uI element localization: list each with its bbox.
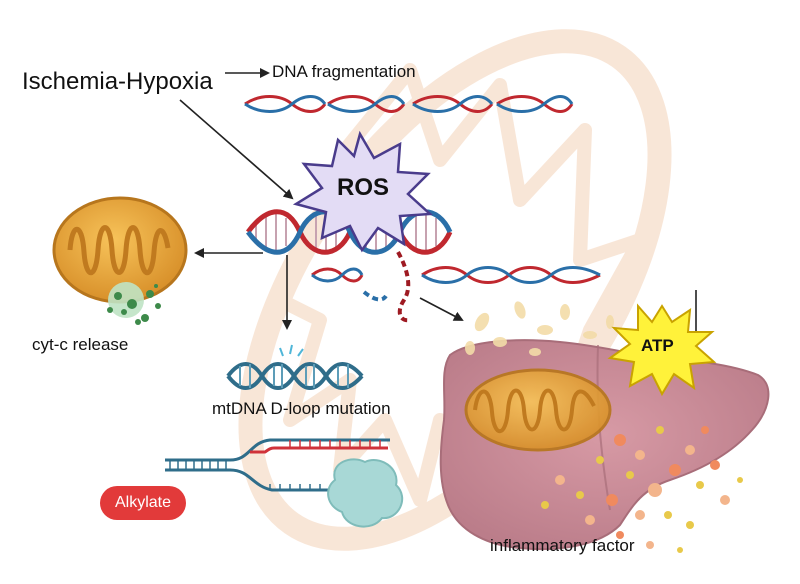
label-ros: ROS	[337, 174, 390, 201]
arrow-to-liver	[419, 297, 464, 321]
label-atp: ATP	[641, 336, 674, 355]
title-ischemia-hypoxia: Ischemia-Hypoxia	[22, 68, 213, 95]
label-mtdna-dloop-mutation: mtDNA D-loop mutation	[212, 399, 391, 418]
inflammatory-particles	[541, 426, 743, 553]
ros-starburst	[292, 130, 434, 253]
label-dna-fragmentation: DNA fragmentation	[272, 62, 416, 81]
mitochondrion-icon	[52, 196, 188, 325]
dna-fragments	[244, 95, 574, 113]
replication-fork	[165, 438, 390, 492]
liver-illustration	[439, 301, 770, 553]
arrow-to-ros	[179, 99, 294, 200]
broken-dna	[311, 251, 601, 323]
atp-starburst	[607, 303, 717, 397]
protein-blob	[327, 458, 403, 528]
arrows	[179, 68, 701, 390]
cyt-c-particles	[107, 282, 161, 325]
label-inflammatory-factor: inflammatory factor	[490, 536, 635, 555]
alkylate-badge: Alkylate	[100, 486, 186, 520]
dloop-helix	[226, 344, 364, 390]
label-cyt-c-release: cyt-c release	[32, 335, 129, 354]
